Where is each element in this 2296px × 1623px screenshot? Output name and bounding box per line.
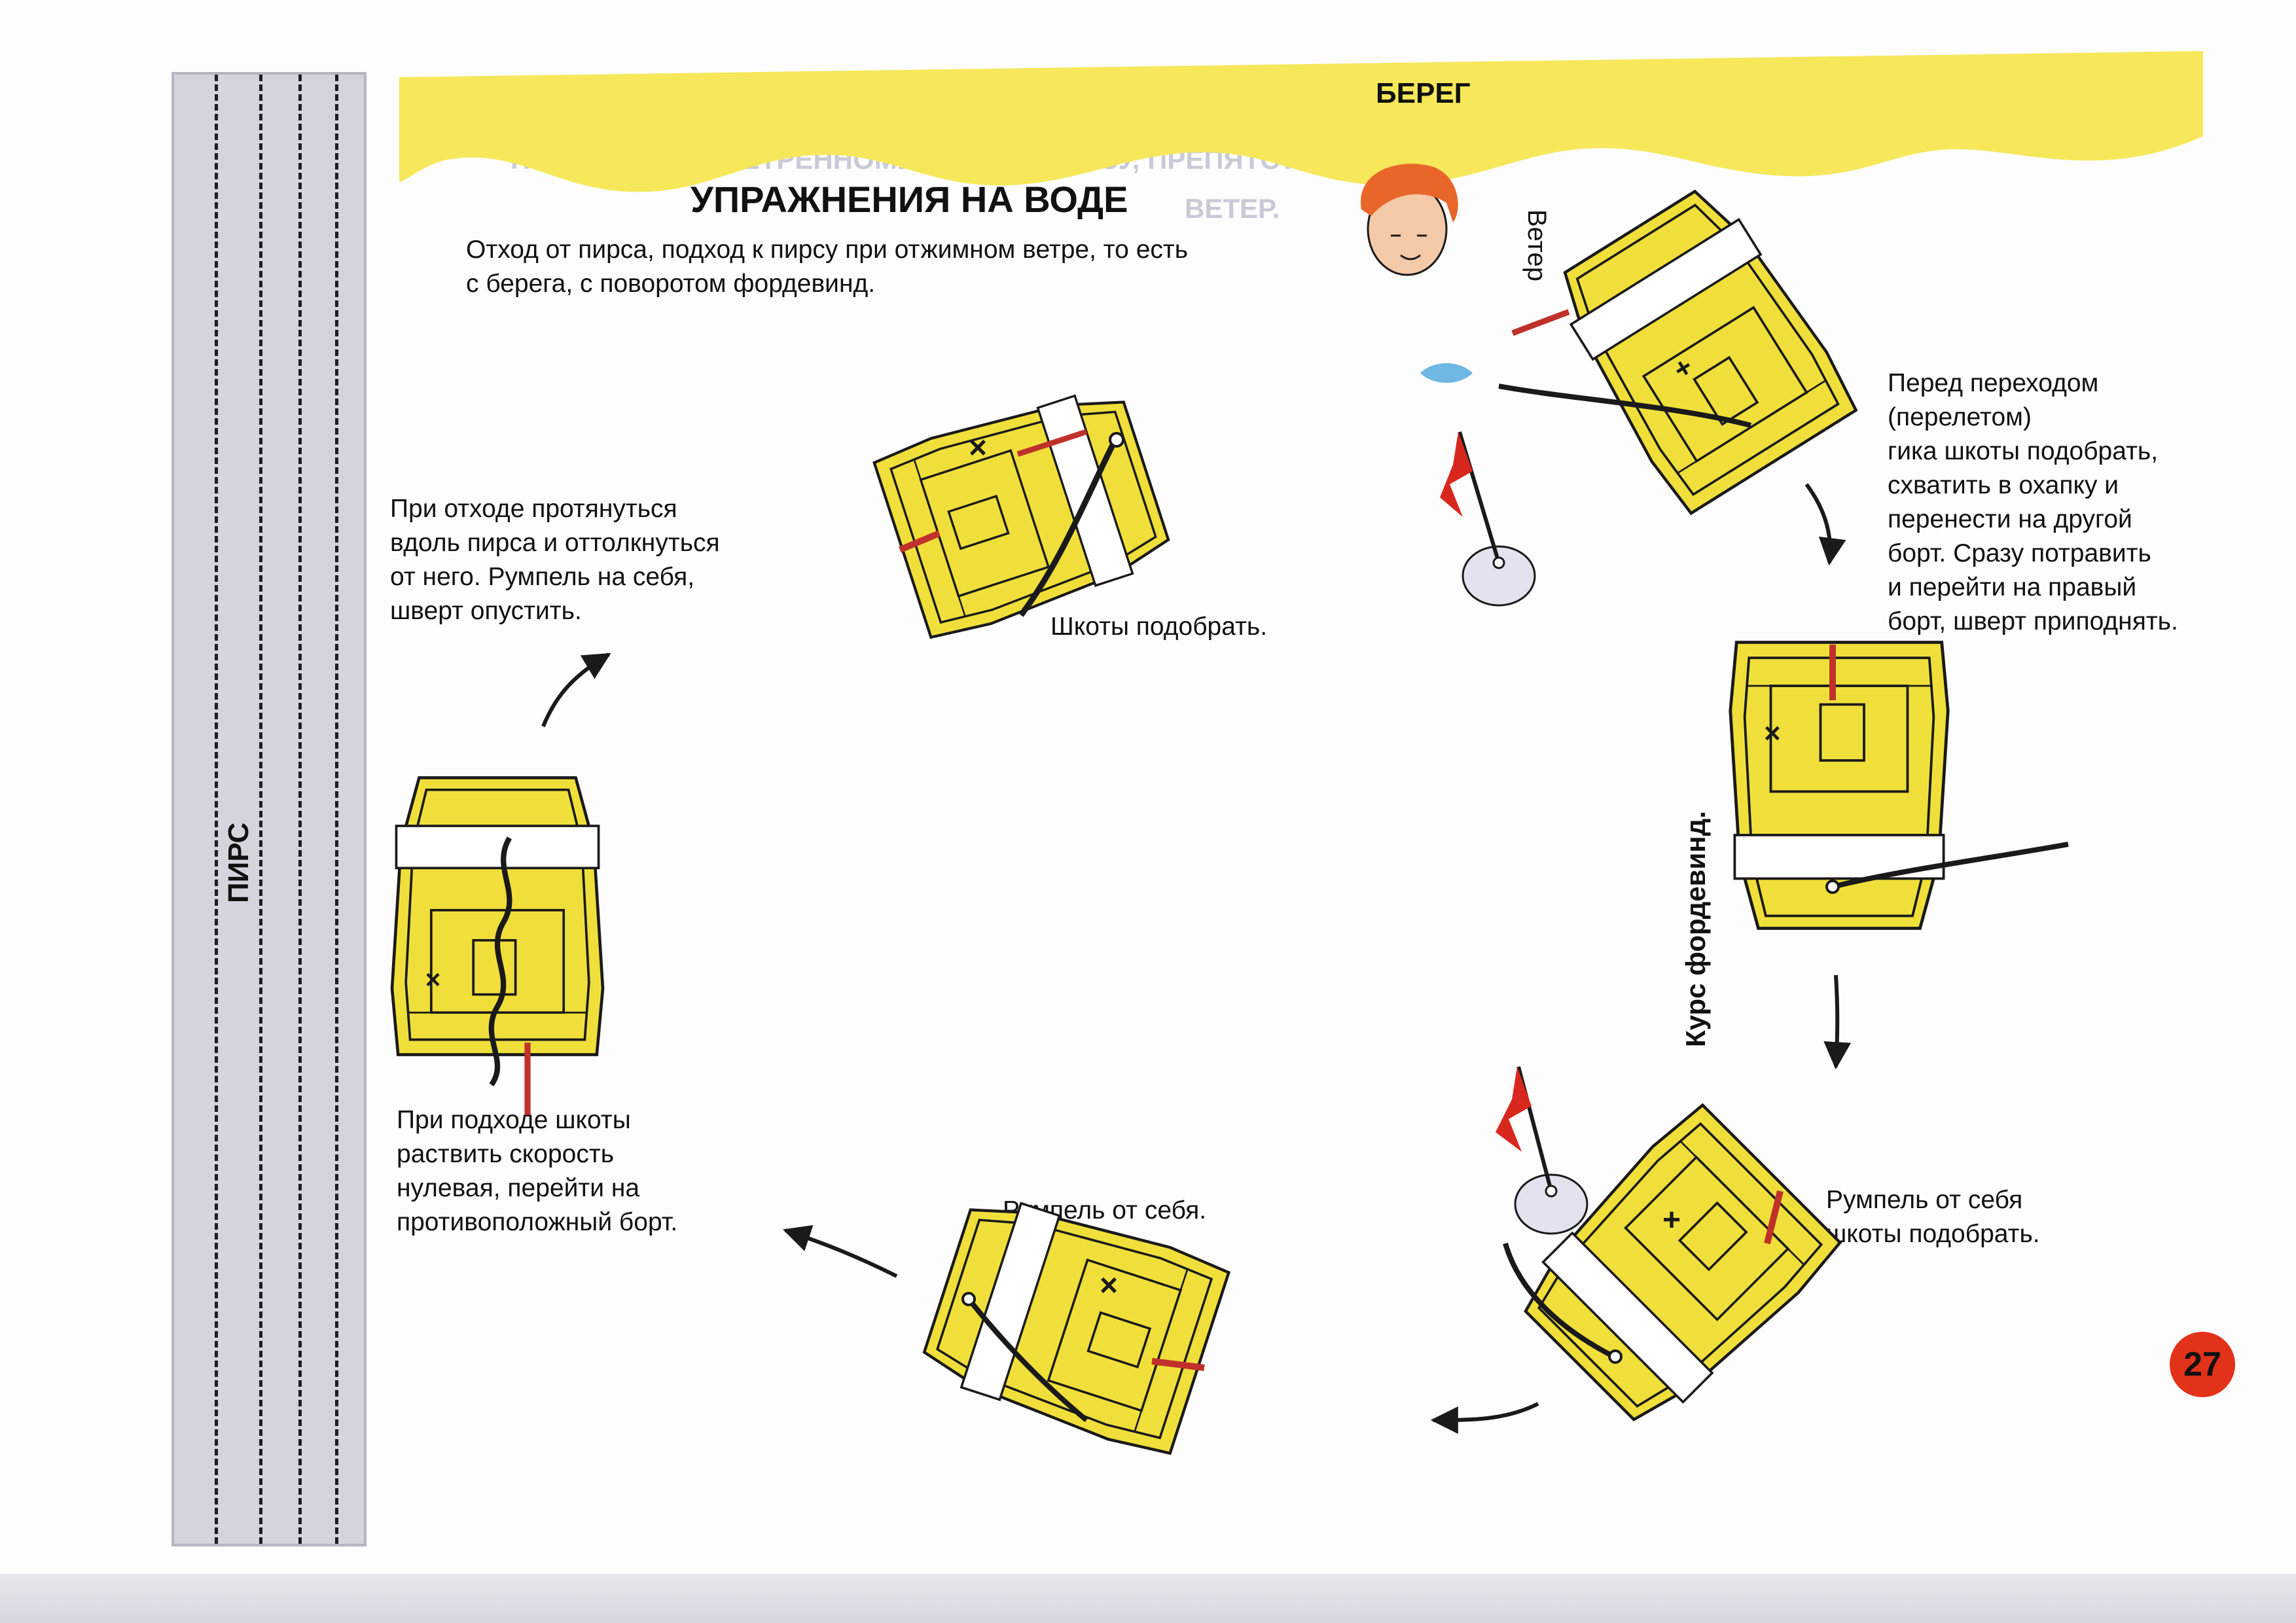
svg-text:+: + <box>1662 1203 1681 1238</box>
page-edge <box>0 1574 2296 1623</box>
arrow-1 <box>541 652 611 728</box>
tiller-away-trim-text: Румпель от себя шкоты подобрать. <box>1826 1186 2040 1248</box>
page-title: УПРАЖНЕНИЯ НА ВОДЕ <box>691 179 1128 220</box>
arrow-4 <box>1430 1402 1539 1434</box>
svg-text:×: × <box>969 431 987 465</box>
shore-band <box>399 51 2203 192</box>
before-jibe-text: Перед переходом (перелетом) гика шкоты п… <box>1888 369 2178 635</box>
arrow-3 <box>1823 974 1852 1070</box>
approach-text: При подходе шкоты раствить скорость нуле… <box>397 1106 678 1236</box>
sheets-trim-text: Шкоты подобрать. <box>1050 613 1268 641</box>
arrow-2 <box>1804 483 1846 566</box>
boat-after-jibe <box>1507 1101 1844 1438</box>
pier-strip <box>171 72 367 1546</box>
departure-text: При отходе протянуться вдоль пирса и отт… <box>390 495 720 625</box>
shore-label: БЕРЕГ <box>1376 77 1471 109</box>
boat-approach <box>916 1185 1230 1459</box>
flag-lower <box>1496 1066 1588 1235</box>
flag-upper <box>1440 431 1536 607</box>
svg-text:×: × <box>1100 1268 1118 1303</box>
svg-text:×: × <box>1764 717 1781 749</box>
page-number-badge: 27 <box>2170 1332 2235 1397</box>
boat-top-right: + <box>1511 177 1861 543</box>
boat-at-pier: × <box>392 777 603 1115</box>
wind-face <box>1361 164 1473 383</box>
intro-text: Отход от пирса, подход к пирсу при отжим… <box>466 236 1189 298</box>
bleed-through-subtitle: ВЕТЕР. <box>1185 193 1280 224</box>
boat-leaving <box>872 378 1176 643</box>
arrow-5 <box>783 1225 898 1278</box>
svg-text:×: × <box>425 964 441 994</box>
